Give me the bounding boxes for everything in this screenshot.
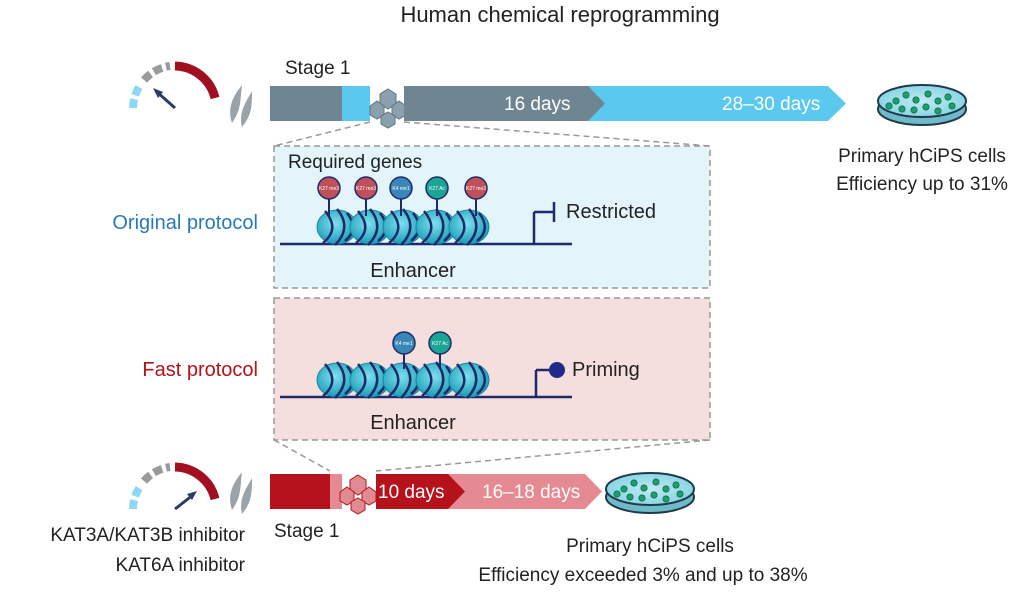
priming-label: Priming — [572, 359, 640, 381]
top-stage1-gray-bar — [270, 86, 342, 121]
mark-label: K27 Ac — [432, 341, 448, 347]
top-arrow-short — [404, 86, 605, 121]
mark-label: K27 Ac — [429, 186, 445, 192]
top-stage1-label: Stage 1 — [285, 58, 351, 79]
restricted-tss-symbol — [532, 202, 556, 244]
top-cell-cluster-icon — [369, 88, 407, 129]
fast-histone-marks: K4 me1 K27 Ac — [392, 331, 452, 369]
bottom-arrow1-label: 10 days — [378, 482, 445, 503]
bottom-result-line2: Efficiency exceeded 3% and up to 38% — [478, 565, 807, 586]
top-arrow1-label: 16 days — [504, 94, 571, 115]
bottom-stage1-pink-bar — [330, 474, 342, 509]
fast-enhancer-label: Enhancer — [370, 412, 456, 434]
mark-label: K27 me3 — [319, 186, 339, 192]
fast-protocol-label: Fast protocol — [142, 359, 258, 381]
bottom-fibroblast-icon — [230, 472, 252, 514]
top-fibroblast-icon — [230, 85, 252, 127]
bottom-arrow2-label: 16–18 days — [482, 482, 580, 503]
restricted-label: Restricted — [566, 201, 656, 223]
bottom-speedometer-icon — [129, 462, 220, 511]
mark-label: K27 me3 — [356, 186, 376, 192]
mark-label: K27 me3 — [466, 186, 486, 192]
original-histone-marks: K27 me3 K27 me3 K4 me1 K27 Ac K27 me3 — [317, 176, 488, 216]
top-connector-left — [273, 121, 371, 147]
top-petri-dish-icon — [877, 84, 967, 126]
priming-tss-symbol — [534, 362, 565, 397]
top-connector-right — [403, 121, 711, 147]
original-enhancer-label: Enhancer — [370, 260, 456, 282]
inhibitor-line2: KAT6A inhibitor — [115, 555, 245, 576]
top-speedometer-icon — [129, 61, 220, 110]
fast-nucleosomes — [316, 361, 490, 399]
top-result-line1: Primary hCiPS cells — [838, 146, 1006, 167]
bottom-arrow-short — [376, 474, 465, 509]
bottom-result-line1: Primary hCiPS cells — [566, 536, 734, 557]
top-result-line2: Efficiency up to 31% — [836, 174, 1008, 195]
required-genes-label: Required genes — [288, 152, 422, 173]
top-arrow2-label: 28–30 days — [722, 94, 820, 115]
bottom-connector-left — [273, 439, 331, 472]
bottom-stage1-label: Stage 1 — [274, 521, 340, 542]
bottom-stage1-red-bar — [270, 474, 330, 509]
bottom-connector-right — [375, 439, 711, 472]
mark-label: K4 me1 — [392, 186, 409, 192]
bottom-petri-dish-icon — [605, 472, 695, 514]
top-stage1-blue-bar — [342, 86, 370, 121]
mark-label: K4 me1 — [395, 341, 412, 347]
figure-title: Human chemical reprogramming — [400, 2, 719, 27]
inhibitor-line1: KAT3A/KAT3B inhibitor — [50, 525, 245, 546]
original-nucleosomes — [316, 208, 490, 246]
bottom-cell-cluster-icon — [339, 474, 377, 515]
original-protocol-label: Original protocol — [112, 212, 258, 234]
